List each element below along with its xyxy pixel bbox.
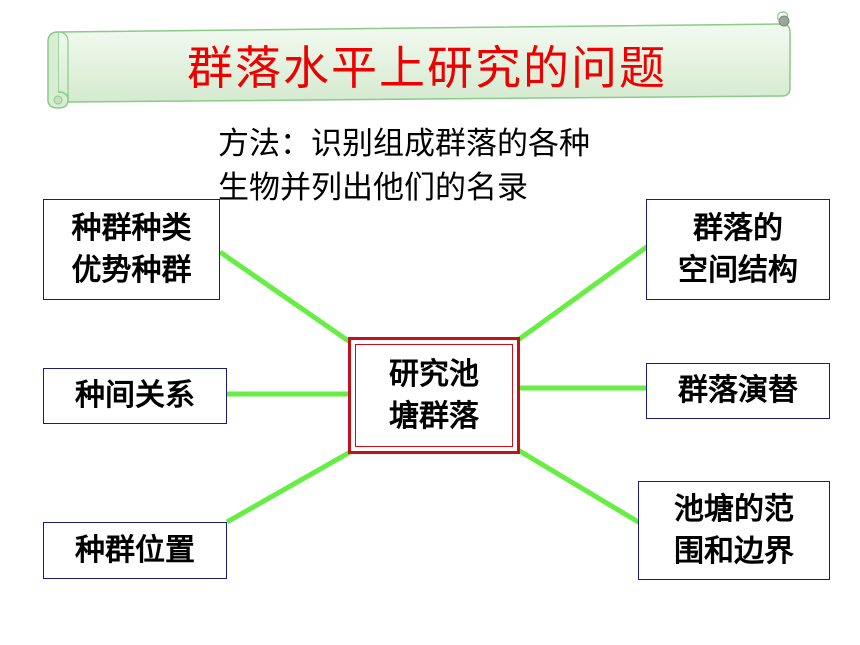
- connector-top-left: [218, 249, 352, 345]
- node-interspecific-relations: 种间关系: [43, 368, 227, 424]
- node-population-position: 种群位置: [43, 522, 227, 579]
- node-label: 优势种群: [71, 252, 192, 288]
- center-node: 研究池 塘群落: [348, 337, 520, 454]
- center-label: 塘群落: [389, 398, 479, 434]
- method-line-2: 生物并列出他们的名录: [218, 170, 528, 206]
- node-label: 种群位置: [75, 532, 195, 568]
- node-species-types: 种群种类 优势种群: [43, 199, 220, 300]
- node-spatial-structure: 群落的 空间结构: [646, 199, 830, 300]
- node-label: 种群种类: [71, 210, 192, 246]
- method-text: 方法：识别组成群落的各种 生物并列出他们的名录: [218, 122, 688, 210]
- node-succession: 群落演替: [646, 363, 830, 419]
- node-range-boundary: 池塘的范 围和边界: [638, 481, 830, 580]
- node-label: 种间关系: [75, 378, 195, 413]
- title-scroll-banner: [47, 11, 791, 109]
- page-title: 群落水平上研究的问题: [187, 41, 667, 95]
- node-label: 空间结构: [678, 252, 798, 288]
- method-line-1: 方法：识别组成群落的各种: [218, 126, 590, 162]
- center-node-inner: 研究池 塘群落: [355, 344, 513, 447]
- connector-top-right: [516, 243, 650, 343]
- node-label: 围和边界: [674, 533, 794, 569]
- connector-bottom-left: [225, 448, 354, 525]
- node-label: 群落的: [693, 210, 783, 246]
- node-label: 群落演替: [678, 373, 798, 408]
- node-label: 池塘的范: [674, 491, 794, 527]
- connector-bottom-right: [516, 447, 642, 526]
- center-label: 研究池: [389, 356, 479, 392]
